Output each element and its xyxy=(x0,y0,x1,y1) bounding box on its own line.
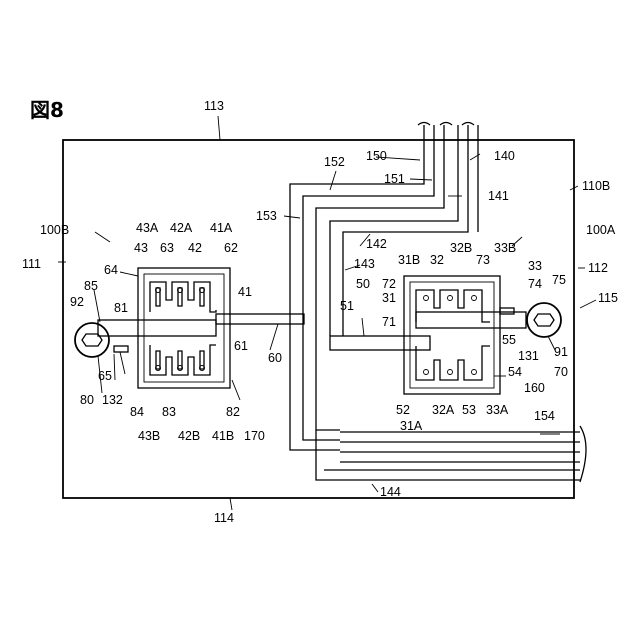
label-100A: 100A xyxy=(586,223,616,237)
label-31B: 31B xyxy=(398,253,420,267)
label-81: 81 xyxy=(114,301,128,315)
label-33B: 33B xyxy=(494,241,516,255)
top-cable-bundle xyxy=(418,123,478,141)
label-141: 141 xyxy=(488,189,509,203)
label-32B: 32B xyxy=(450,241,472,255)
label-64: 64 xyxy=(104,263,118,277)
label-43A: 43A xyxy=(136,221,159,235)
frame-160 xyxy=(404,276,500,394)
label-111: 111 xyxy=(22,257,41,271)
label-55: 55 xyxy=(502,333,516,347)
beam-81 xyxy=(98,320,216,336)
label-151: 151 xyxy=(384,172,405,186)
element-100A xyxy=(330,276,561,394)
pad-55 xyxy=(500,308,514,314)
label-42: 42 xyxy=(188,241,202,255)
label-33: 33 xyxy=(528,259,542,273)
label-41B: 41B xyxy=(212,429,234,443)
label-114: 114 xyxy=(214,511,234,525)
shaft-61 xyxy=(216,314,304,324)
label-54: 54 xyxy=(508,365,522,379)
label-142: 142 xyxy=(366,237,387,251)
wiring-140 xyxy=(316,140,580,480)
label-131: 131 xyxy=(518,349,539,363)
label-31A: 31A xyxy=(400,419,423,433)
label-33A: 33A xyxy=(486,403,509,417)
shaft-51 xyxy=(330,336,430,350)
label-75: 75 xyxy=(552,273,566,287)
label-71: 71 xyxy=(382,315,396,329)
label-100B: 100B xyxy=(40,223,69,237)
label-43: 43 xyxy=(134,241,148,255)
label-72: 72 xyxy=(382,277,396,291)
label-31: 31 xyxy=(382,291,396,305)
label-41: 41 xyxy=(238,285,252,299)
label-61: 61 xyxy=(234,339,248,353)
label-41A: 41A xyxy=(210,221,233,235)
label-113: 113 xyxy=(204,99,224,113)
label-62: 62 xyxy=(224,241,238,255)
anchor-80 xyxy=(75,323,109,357)
label-82: 82 xyxy=(226,405,240,419)
wiring-150 xyxy=(290,140,434,450)
label-153: 153 xyxy=(256,209,277,223)
label-85: 85 xyxy=(84,279,98,293)
leader-lines xyxy=(58,116,596,510)
label-80: 80 xyxy=(80,393,94,407)
label-63: 63 xyxy=(160,241,174,255)
label-144: 144 xyxy=(380,485,401,499)
label-32: 32 xyxy=(430,253,444,267)
label-42B: 42B xyxy=(178,429,200,443)
label-170: 170 xyxy=(244,429,265,443)
pad-65 xyxy=(114,346,128,352)
label-53: 53 xyxy=(462,403,476,417)
label-50: 50 xyxy=(356,277,370,291)
label-92: 92 xyxy=(70,295,84,309)
label-150: 150 xyxy=(366,149,387,163)
label-65: 65 xyxy=(98,369,112,383)
label-160: 160 xyxy=(524,381,545,395)
label-60: 60 xyxy=(268,351,282,365)
label-52: 52 xyxy=(396,403,410,417)
label-112: 112 xyxy=(588,261,608,275)
label-143: 143 xyxy=(354,257,375,271)
label-51: 51 xyxy=(340,299,354,313)
label-154: 154 xyxy=(534,409,555,423)
label-73: 73 xyxy=(476,253,490,267)
label-115: 115 xyxy=(598,291,618,305)
label-32A: 32A xyxy=(432,403,455,417)
label-84: 84 xyxy=(130,405,144,419)
label-110B: 110B xyxy=(582,179,610,193)
label-43B: 43B xyxy=(138,429,160,443)
label-83: 83 xyxy=(162,405,176,419)
label-140: 140 xyxy=(494,149,515,163)
label-42A: 42A xyxy=(170,221,193,235)
label-74: 74 xyxy=(528,277,542,291)
label-152: 152 xyxy=(324,155,345,169)
anchor-70 xyxy=(527,303,561,337)
label-91: 91 xyxy=(554,345,568,359)
label-70: 70 xyxy=(554,365,568,379)
label-132: 132 xyxy=(102,393,123,407)
